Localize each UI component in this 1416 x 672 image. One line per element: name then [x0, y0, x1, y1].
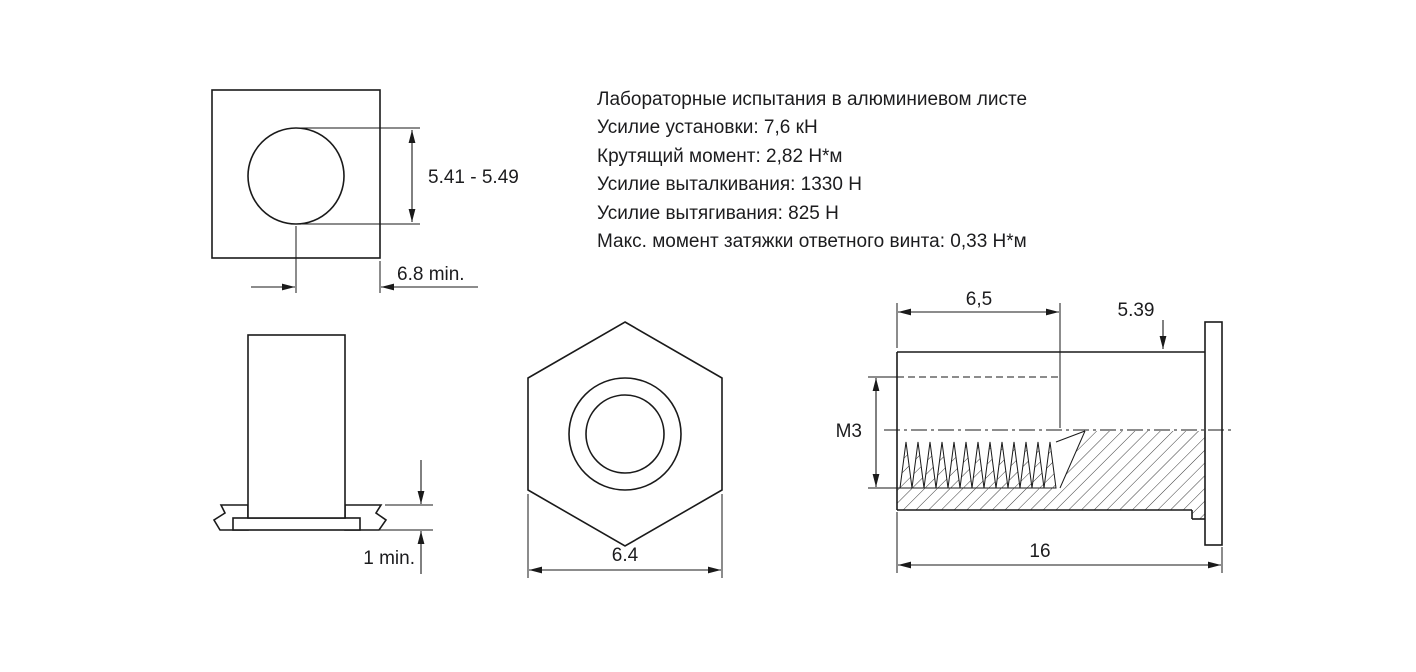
lab-notes-line-max-screw-torque: Макс. момент затяжки ответного винта: 0,…: [597, 231, 1027, 253]
dim-label-thread-length: 6,5: [966, 289, 992, 310]
lab-notes-line-pushout-force: Усилие выталкивания: 1330 Н: [597, 174, 862, 196]
dim-label-overall-length: 16: [1029, 541, 1050, 562]
installed-view-drawing: 1 min.: [212, 334, 433, 574]
lab-notes-line-installation-force: Усилие установки: 7,6 кН: [597, 117, 818, 139]
thread-bore-circle: [585, 394, 665, 474]
dim-label-sheet-thickness: 1 min.: [363, 548, 415, 569]
outer-shank-circle: [568, 377, 682, 491]
top-view-drawing: 5.41 - 5.49 6.8 min.: [211, 89, 519, 293]
standoff-body-side: [247, 334, 346, 519]
drill-cone-line-minor: [1055, 430, 1086, 443]
dim-label-across-flats: 6.4: [612, 545, 639, 566]
mounting-hole: [247, 127, 345, 225]
solid-end-section-hatch: [1060, 431, 1205, 519]
dim-label-edge-distance: 6.8 min.: [397, 264, 465, 285]
section-view-drawing: 6,5 5.39 M3 16: [836, 289, 1234, 573]
thread-profile-section: [899, 441, 1057, 489]
standoff-flange-side: [232, 517, 361, 531]
lab-notes-line-pullout-force: Усилие вытягивания: 825 Н: [597, 202, 839, 224]
flange-head-section: [1204, 321, 1223, 546]
dim-label-thread-size: M3: [836, 421, 862, 442]
lab-notes-line-torque: Крутящий момент: 2,82 Н*м: [597, 145, 843, 167]
hex-front-view-drawing: 6.4: [527, 321, 723, 578]
wall-section-hatch: [897, 488, 1060, 510]
dim-label-shank-diameter: 5.39: [1118, 300, 1155, 321]
drill-cone-line: [1059, 430, 1086, 489]
lab-test-notes: Лабораторные испытания в алюминиевом лис…: [597, 86, 1027, 256]
dim-label-hole-diameter: 5.41 - 5.49: [428, 167, 519, 188]
hex-body-outline: [527, 321, 723, 547]
lab-notes-title: Лабораторные испытания в алюминиевом лис…: [597, 89, 1028, 110]
